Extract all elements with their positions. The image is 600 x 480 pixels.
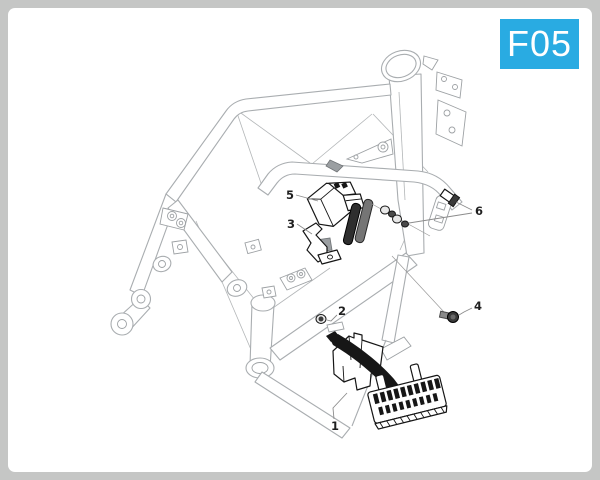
frame-outline — [110, 49, 463, 439]
callout-2-label: 2 — [338, 304, 346, 318]
callouts: 1 2 3 4 5 6 — [286, 188, 483, 433]
cross-tube — [257, 161, 463, 211]
callout-4: 4 — [458, 299, 482, 316]
bolt-2 — [315, 314, 345, 333]
bolt-4 — [391, 255, 459, 323]
diagonal-tube — [269, 252, 418, 361]
callout-1-label: 1 — [331, 419, 339, 433]
diagram-canvas — [8, 8, 592, 472]
regulator-part — [367, 363, 448, 430]
callout-2: 2 — [326, 304, 346, 322]
steering-head — [380, 49, 425, 257]
regulator-fins — [372, 378, 441, 416]
callout-5: 5 — [286, 188, 319, 202]
callout-6: 6 — [408, 201, 483, 224]
frame-brackets — [159, 55, 467, 361]
callout-6-label: 6 — [475, 204, 483, 218]
rubber-strips-part — [342, 198, 374, 246]
callout-3-label: 3 — [287, 217, 295, 231]
bracket-part — [302, 222, 342, 265]
top-spar-tube — [165, 83, 392, 203]
callout-3: 3 — [287, 217, 313, 235]
callout-4-label: 4 — [474, 299, 482, 313]
callout-1: 1 — [331, 392, 348, 433]
callout-5-label: 5 — [286, 188, 294, 202]
page-code-badge: F05 — [500, 19, 579, 69]
screw-washer-1 — [380, 205, 396, 218]
bolt-6 — [439, 188, 461, 208]
fasteners — [315, 188, 461, 333]
solenoid-part — [306, 181, 365, 227]
page-code-label: F05 — [506, 23, 573, 64]
bottom-tube — [254, 371, 351, 439]
vertical-tube — [245, 294, 276, 379]
screw-washer-2 — [392, 214, 409, 228]
